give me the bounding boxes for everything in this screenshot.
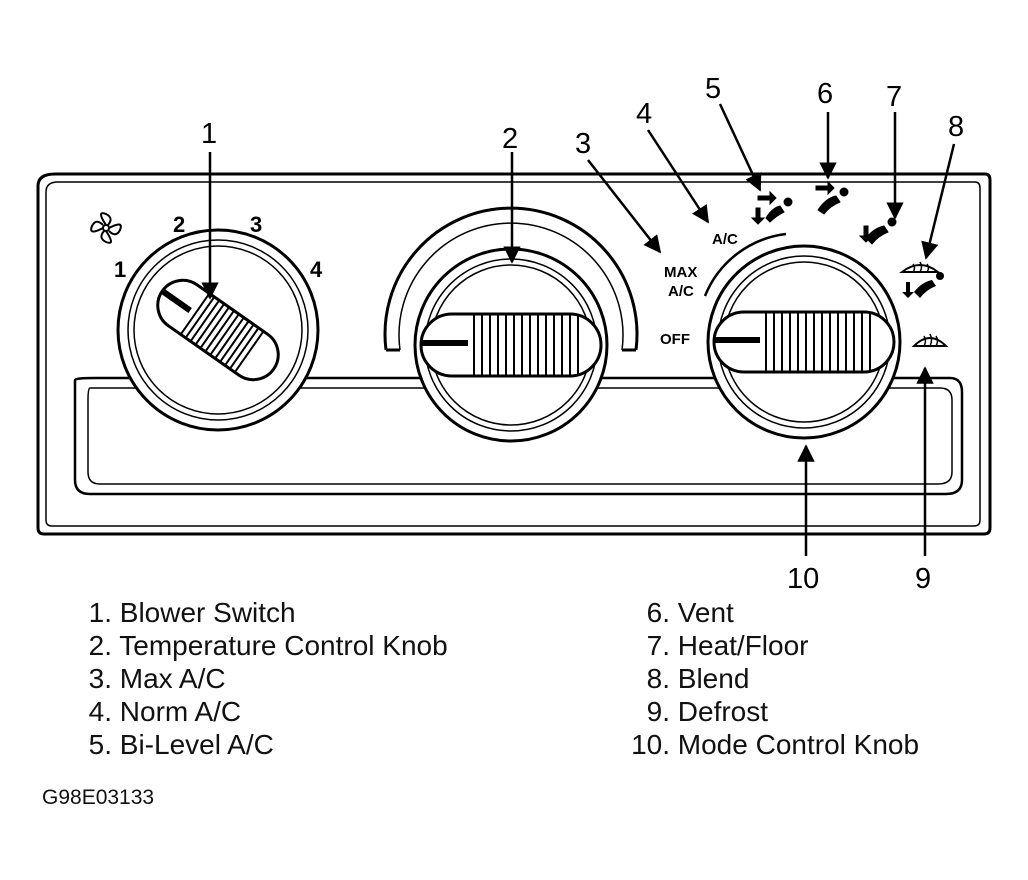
fan-icon	[90, 212, 122, 244]
panel-housing	[36, 172, 992, 536]
fan-speed-3: 3	[250, 212, 262, 237]
legend-text: Max A/C	[119, 663, 226, 694]
callout-1: 1	[201, 118, 217, 150]
callout-3: 3	[575, 128, 591, 160]
figure-id: G98E03133	[42, 786, 155, 809]
legend-item-vent: 6. Vent	[618, 596, 919, 629]
heat-floor-icon	[858, 217, 897, 245]
control-panel-diagram: 1 2 3 4	[36, 73, 992, 595]
callout-4: 4	[636, 98, 652, 130]
bi-level-icon	[750, 190, 793, 225]
legend-number: 10.	[631, 729, 670, 760]
legend-item-blower-switch: 1. Blower Switch	[82, 596, 448, 629]
legend-number: 9.	[646, 696, 670, 727]
vent-icon	[815, 180, 849, 215]
legend-number: 3.	[88, 663, 112, 694]
legend-item-temperature-control-knob: 2. Temperature Control Knob	[82, 629, 448, 662]
max-ac-label-line2: A/C	[668, 283, 694, 300]
legend-text: Vent	[677, 597, 734, 628]
legend-left-column: 1. Blower Switch 2. Temperature Control …	[82, 596, 448, 761]
norm-ac-label: A/C	[712, 231, 738, 248]
mode-control-knob[interactable]	[703, 232, 902, 440]
callout-7: 7	[886, 81, 902, 113]
callout-5: 5	[705, 73, 721, 105]
fan-speed-4: 4	[310, 257, 323, 282]
legend-item-defrost: 9. Defrost	[618, 695, 919, 728]
legend-item-blend: 8. Blend	[618, 662, 919, 695]
fan-speed-1: 1	[114, 257, 126, 282]
off-label: OFF	[660, 331, 690, 348]
legend-text: Defrost	[677, 696, 769, 727]
legend-text: Blend	[677, 663, 750, 694]
legend-item-max-ac: 3. Max A/C	[82, 662, 448, 695]
fan-speed-2: 2	[173, 212, 185, 237]
callout-6: 6	[817, 78, 833, 110]
temperature-control-knob[interactable]	[383, 206, 639, 443]
legend-number: 4.	[88, 696, 112, 727]
legend-number: 7.	[646, 630, 670, 661]
legend-number: 1.	[88, 597, 112, 628]
max-ac-label-line1: MAX	[664, 264, 697, 281]
legend-text: Temperature Control Knob	[119, 630, 448, 661]
legend-number: 6.	[646, 597, 670, 628]
blower-switch[interactable]	[116, 228, 320, 432]
legend-item-norm-ac: 4. Norm A/C	[82, 695, 448, 728]
legend-number: 8.	[646, 663, 670, 694]
legend-text: Norm A/C	[119, 696, 242, 727]
legend-text: Mode Control Knob	[677, 729, 920, 760]
blend-icon	[899, 261, 944, 298]
legend-item-heat-floor: 7. Heat/Floor	[618, 629, 919, 662]
legend-number: 5.	[88, 729, 112, 760]
legend-right-column: 6. Vent 7. Heat/Floor 8. Blend 9. Defros…	[618, 596, 919, 761]
callout-8: 8	[948, 111, 964, 143]
legend-number: 2.	[88, 630, 112, 661]
callout-2: 2	[502, 123, 518, 155]
callout-9: 9	[915, 563, 931, 595]
legend-text: Blower Switch	[119, 597, 296, 628]
legend-text: Heat/Floor	[677, 630, 809, 661]
legend-text: Bi-Level A/C	[119, 729, 274, 760]
legend-item-mode-control-knob: 10. Mode Control Knob	[618, 728, 919, 761]
legend-item-bi-level-ac: 5. Bi-Level A/C	[82, 728, 448, 761]
callout-10: 10	[787, 563, 819, 595]
defrost-icon	[911, 333, 949, 347]
